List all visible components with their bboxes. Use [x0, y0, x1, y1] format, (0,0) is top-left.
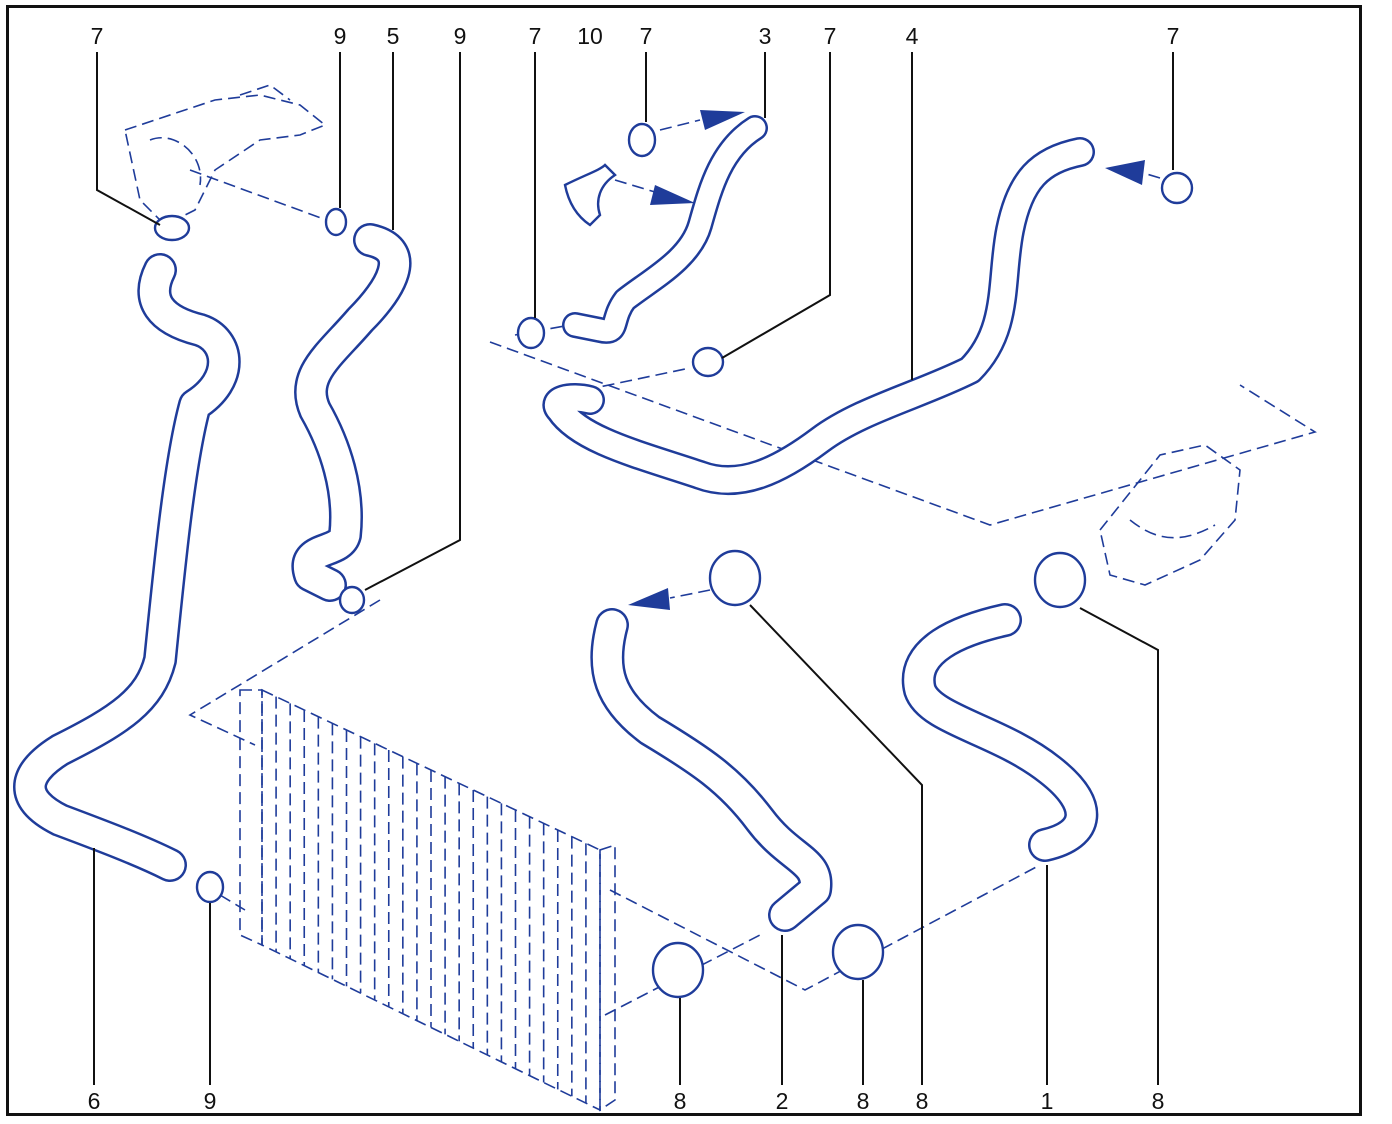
- clamp-7-e: [1160, 171, 1194, 205]
- direction-arrows: [614, 110, 1161, 610]
- callout-8: 8: [673, 1088, 687, 1114]
- clamp-9-a: [324, 207, 348, 237]
- hose-1: [901, 603, 1099, 862]
- callout-8: 8: [856, 1088, 870, 1114]
- clamp-9-c: [195, 870, 225, 904]
- callout-7: 7: [823, 23, 837, 49]
- leader-lines: [93, 52, 1174, 1085]
- callout-2: 2: [775, 1088, 789, 1114]
- clamp-8-b: [1033, 551, 1087, 609]
- callout-9: 9: [453, 23, 467, 49]
- callout-7: 7: [90, 23, 104, 49]
- callout-5: 5: [386, 23, 400, 49]
- clamp-8-d: [831, 923, 885, 981]
- callout-3: 3: [758, 23, 772, 49]
- callout-9: 9: [203, 1088, 217, 1114]
- callout-8: 8: [1151, 1088, 1165, 1114]
- callout-7: 7: [1166, 23, 1180, 49]
- clamp-7-d: [691, 346, 725, 378]
- callout-9: 9: [333, 23, 347, 49]
- clamp-8-a: [708, 549, 762, 607]
- thermostat-housing: [124, 84, 327, 226]
- hose-2: [590, 608, 833, 932]
- hose-clamps: [153, 122, 1194, 999]
- callout-7: 7: [528, 23, 542, 49]
- callout-7: 7: [639, 23, 653, 49]
- callout-10: 10: [577, 23, 603, 49]
- callout-1: 1: [1040, 1088, 1054, 1114]
- assembly-lines: [188, 169, 1317, 1016]
- callout-8: 8: [915, 1088, 929, 1114]
- callout-6: 6: [87, 1088, 101, 1114]
- radiator: [239, 688, 616, 1112]
- clamp-8-c: [651, 941, 705, 999]
- water-pump-housing: [1099, 444, 1241, 586]
- callout-4: 4: [905, 23, 919, 49]
- clamp-9-b: [338, 585, 366, 615]
- hose-4: [542, 137, 1095, 496]
- clip-10: [563, 163, 617, 227]
- hose-5: [291, 223, 412, 602]
- diagram-frame: [6, 5, 1362, 1116]
- clamp-7-c: [516, 316, 546, 350]
- clamp-7-a: [153, 214, 191, 242]
- hose-3: [562, 115, 768, 344]
- hose-6: [13, 253, 241, 882]
- clamp-7-b: [627, 122, 657, 158]
